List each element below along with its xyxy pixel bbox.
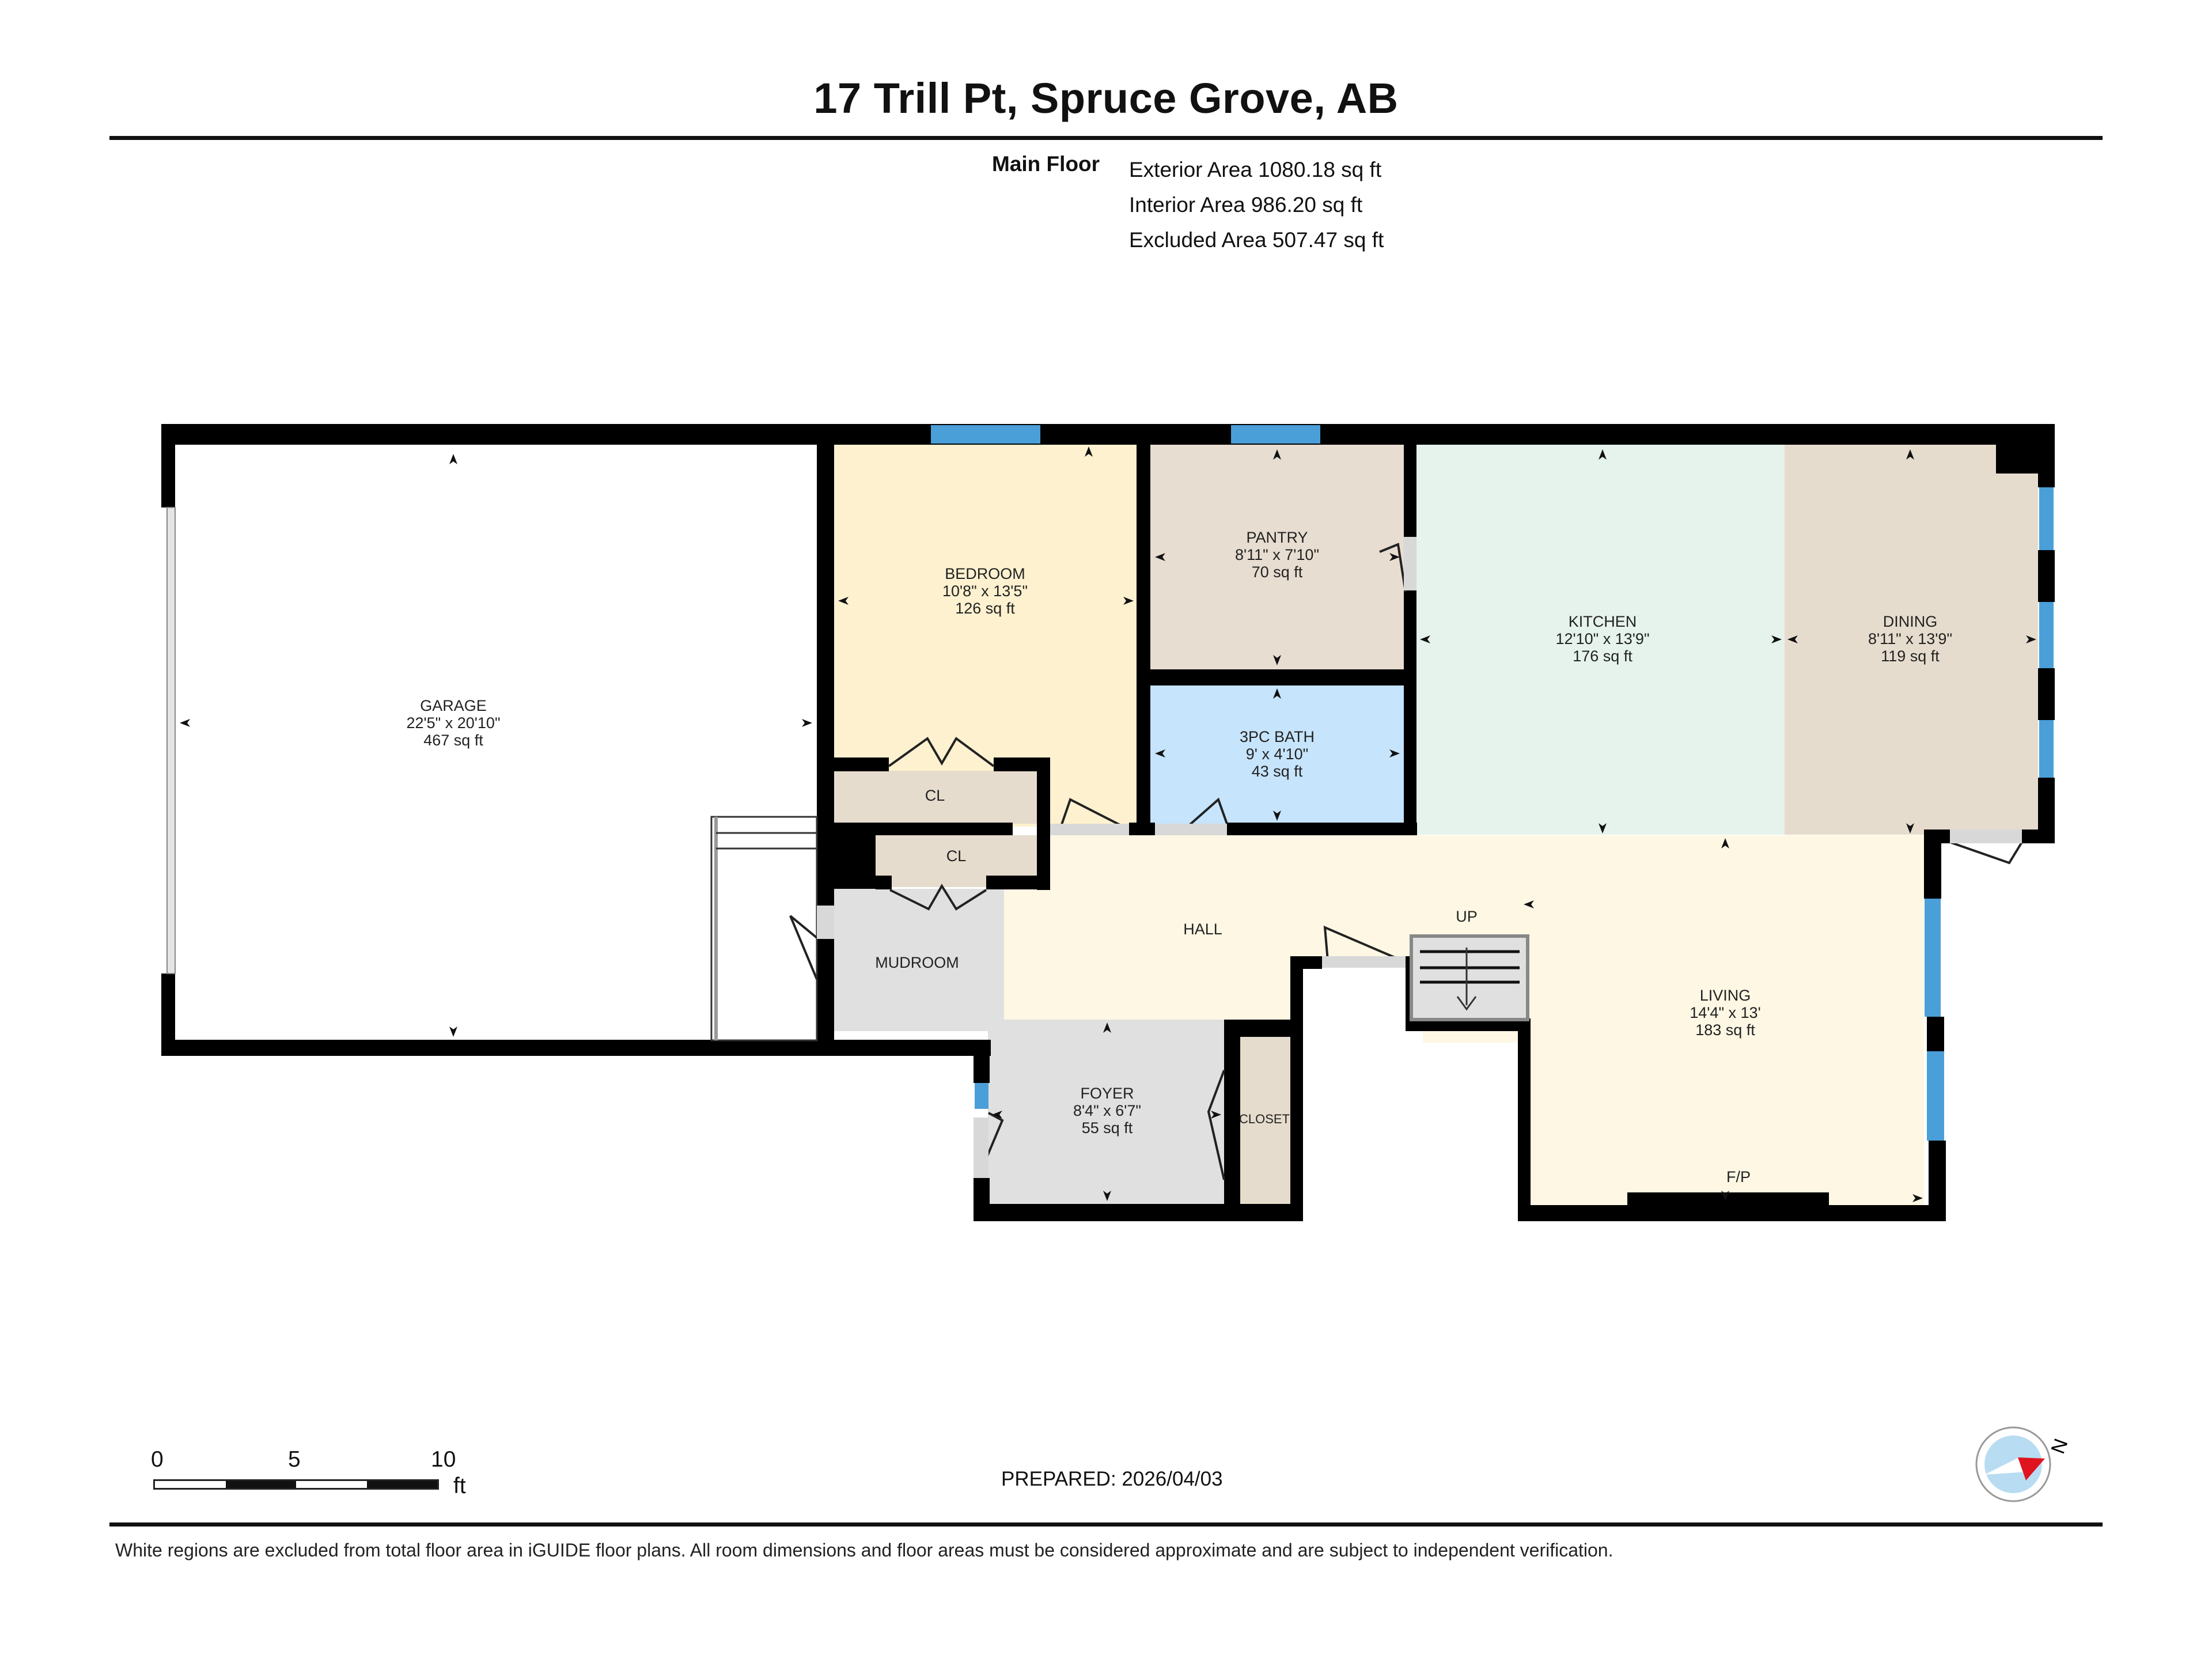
bath-label: 3PC BATH — [1240, 728, 1315, 745]
dining-floor — [1785, 445, 2038, 835]
kitchen-floor — [1416, 445, 1785, 835]
closet2-label: CL — [946, 847, 967, 865]
kitchen-dims: 12'10" x 13'9" — [1555, 630, 1649, 647]
closet3-floor — [1238, 1037, 1290, 1204]
compass-icon: N — [1975, 1426, 2073, 1502]
dining-dims: 8'11" x 13'9" — [1868, 630, 1952, 647]
scale-unit: ft — [453, 1474, 466, 1498]
fireplace-label: F/P — [1726, 1168, 1751, 1185]
dining-area: 119 sq ft — [1881, 647, 1940, 665]
page-title: 17 Trill Pt, Spruce Grove, AB — [813, 74, 1399, 122]
mudroom-label: MUDROOM — [875, 954, 959, 971]
kitchen-label: KITCHEN — [1569, 613, 1637, 630]
kitchen-area: 176 sq ft — [1573, 647, 1633, 665]
excluded-area: Excluded Area 507.47 sq ft — [1129, 228, 1384, 252]
floor-name: Main Floor — [992, 152, 1100, 176]
garage-dims: 22'5" x 20'10" — [406, 714, 500, 732]
bedroom-dims: 10'8" x 13'5" — [942, 582, 1028, 600]
mudroom-floor — [834, 889, 1004, 1031]
pantry-label: PANTRY — [1246, 529, 1308, 546]
garage-label: GARAGE — [420, 697, 487, 714]
prepared-date: PREPARED: 2026/04/03 — [1001, 1468, 1223, 1490]
living-dims: 14'4" x 13' — [1690, 1004, 1760, 1021]
pantry-dims: 8'11" x 7'10" — [1235, 546, 1319, 563]
foyer-dims: 8'4" x 6'7" — [1073, 1102, 1141, 1119]
foyer-floor — [988, 1020, 1230, 1204]
scale-bar-graphic — [153, 1479, 439, 1490]
footer-divider — [109, 1522, 2103, 1527]
living-label: LIVING — [1700, 987, 1751, 1004]
bath-dims: 9' x 4'10" — [1246, 745, 1308, 763]
door-openings — [817, 537, 2022, 1178]
garage-door — [166, 507, 176, 974]
closet1-floor — [834, 771, 1039, 824]
scale-tick-10: 10 — [431, 1447, 456, 1472]
pantry-area: 70 sq ft — [1252, 563, 1303, 581]
pantry-floor — [1150, 445, 1404, 669]
bath-area: 43 sq ft — [1252, 763, 1303, 780]
scale-tick-0: 0 — [151, 1447, 164, 1472]
disclaimer: White regions are excluded from total fl… — [115, 1540, 1613, 1560]
hall-label: HALL — [1183, 921, 1222, 938]
bath-floor — [1150, 685, 1404, 824]
closet3-label: CLOSET — [1239, 1112, 1290, 1126]
area-summary: Exterior Area 1080.18 sq ft Interior Are… — [1129, 152, 1384, 257]
bedroom-area: 126 sq ft — [955, 600, 1015, 617]
garage-steps — [710, 816, 818, 1041]
living-area: 183 sq ft — [1695, 1021, 1755, 1039]
dining-label: DINING — [1883, 613, 1938, 630]
compass: N — [1973, 1423, 2073, 1524]
compass-north-label: N — [2047, 1436, 2071, 1457]
foyer-label: FOYER — [1080, 1085, 1134, 1102]
stairs-label: UP — [1456, 908, 1478, 925]
exterior-area: Exterior Area 1080.18 sq ft — [1129, 158, 1382, 181]
header-divider — [109, 136, 2103, 140]
interior-area: Interior Area 986.20 sq ft — [1129, 193, 1363, 217]
windows — [931, 425, 2054, 1141]
interior-stairs — [1410, 934, 1529, 1021]
dimension-markers — [180, 446, 2036, 1202]
bedroom-label: BEDROOM — [945, 565, 1025, 582]
walls — [161, 424, 2055, 1221]
foyer-area: 55 sq ft — [1082, 1119, 1133, 1137]
scale-tick-5: 5 — [288, 1447, 301, 1472]
closet1-label: CL — [925, 787, 945, 804]
garage-area: 467 sq ft — [423, 732, 483, 749]
